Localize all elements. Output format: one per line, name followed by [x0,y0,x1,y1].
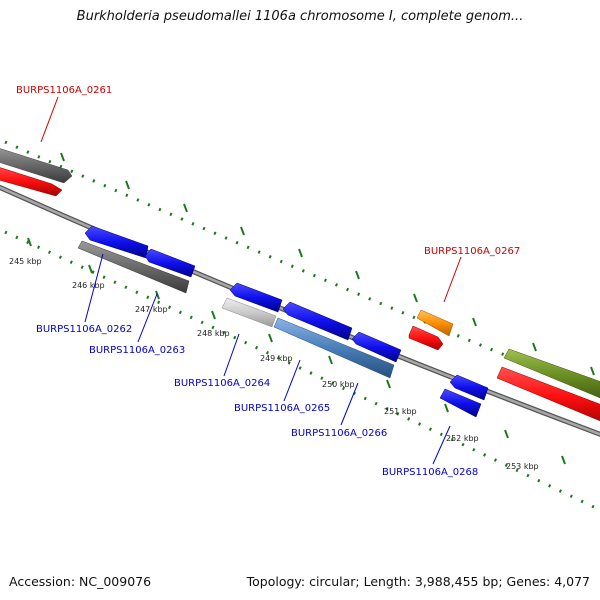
gene-burps1106a-0265-feature[interactable] [282,301,353,341]
tick-label: 247 kbp [135,305,168,314]
scale-tick-labels: 245 kbp 246 kbp 247 kbp 248 kbp 249 kbp … [9,257,539,471]
feature-gray-middle[interactable] [77,240,190,294]
label-leader-lines [40,96,462,465]
gene-label[interactable]: BURPS1106A_0264 [174,378,270,389]
feature-steel-blue[interactable] [273,317,395,379]
gene-burps1106a-0261-feature[interactable] [0,165,63,197]
gene-label[interactable]: BURPS1106A_0265 [234,403,330,414]
gene-label[interactable]: BURPS1106A_0267 [424,246,520,257]
feature-olive[interactable] [503,348,600,402]
gene-burps1106a-0264-feature[interactable] [229,282,283,313]
gene-burps1106a-0266-feature[interactable] [351,331,402,363]
feature-orange[interactable] [416,309,454,337]
tick-label: 250 kbp [322,380,355,389]
feature-blue-lower-right[interactable] [439,388,482,418]
tick-label: 252 kbp [446,434,479,443]
gene-burps1106a-0263-feature[interactable] [144,248,196,278]
feature-gray-upper-left[interactable] [0,146,73,184]
gene-label[interactable]: BURPS1106A_0263 [89,345,185,356]
tick-label: 249 kbp [260,354,293,363]
gene-label[interactable]: BURPS1106A_0266 [291,428,387,439]
gene-burps1106a-0268-feature[interactable] [449,374,489,401]
feature-red-lower-right[interactable] [496,366,600,425]
gene-label[interactable]: BURPS1106A_0261 [16,85,112,96]
tick-label: 246 kbp [72,281,105,290]
gene-burps1106a-0262-feature[interactable] [84,225,149,259]
genome-summary-text: Topology: circular; Length: 3,988,455 bp… [246,574,590,589]
tick-label: 251 kbp [384,407,417,416]
feature-light-gray[interactable] [221,297,277,328]
accession-text: Accession: NC_009076 [9,574,152,589]
tick-label: 245 kbp [9,257,42,266]
gene-burps1106a-0267-feature[interactable] [408,325,444,351]
major-ticks-upper [60,152,595,376]
gene-label[interactable]: BURPS1106A_0268 [382,467,478,478]
tick-label: 248 kbp [197,329,230,338]
tick-label: 253 kbp [506,462,539,471]
gene-labels: BURPS1106A_0261 BURPS1106A_0262 BURPS110… [16,85,520,478]
map-title: Burkholderia pseudomallei 1106a chromoso… [76,9,524,24]
gene-label[interactable]: BURPS1106A_0262 [36,324,132,335]
major-ticks-lower [27,237,566,465]
